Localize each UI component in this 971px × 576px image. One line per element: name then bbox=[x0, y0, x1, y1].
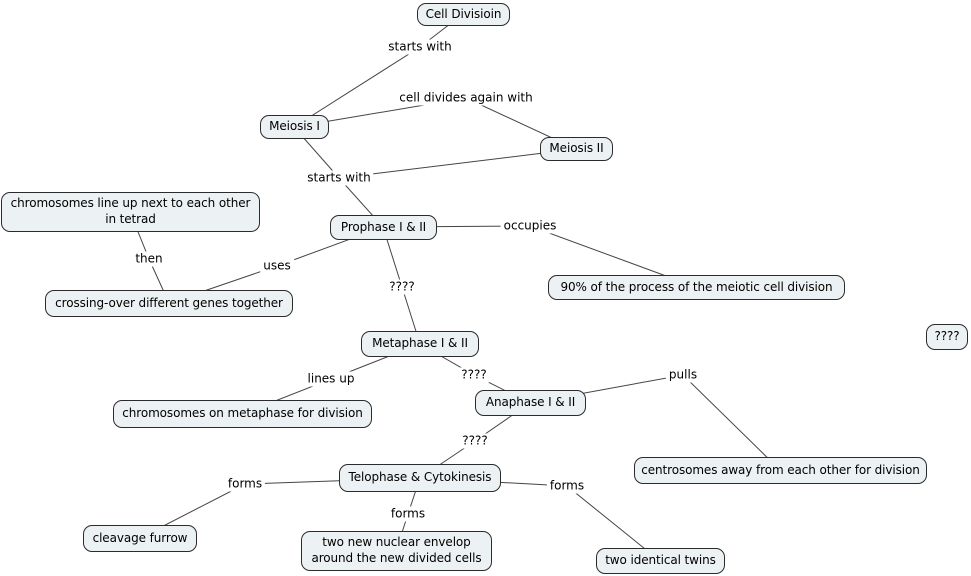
connection-meiosis-2-starts-with bbox=[338, 148, 577, 179]
concept-node-centrosomes[interactable]: centrosomes away from each other for div… bbox=[634, 457, 927, 484]
concept-node-meiosis-1[interactable]: Meiosis I bbox=[260, 115, 329, 139]
concept-node-prophase[interactable]: Prophase I & II bbox=[330, 215, 437, 240]
concept-node-cleavage-furrow[interactable]: cleavage furrow bbox=[83, 525, 197, 552]
link-label-q-anaphase[interactable]: ???? bbox=[459, 433, 491, 449]
concept-node-anaphase[interactable]: Anaphase I & II bbox=[475, 390, 586, 416]
concept-node-tetrad[interactable]: chromosomes line up next to each other i… bbox=[1, 192, 260, 232]
connection-cell-division-starts-with-meiosis-1 bbox=[293, 13, 464, 128]
concept-node-crossing-over[interactable]: crossing-over different genes together bbox=[45, 290, 293, 317]
concept-node-nuclear-envelope[interactable]: two new nuclear envelop around the new d… bbox=[301, 531, 492, 571]
concept-node-ninety-percent[interactable]: 90% of the process of the meiotic cell d… bbox=[548, 275, 845, 300]
link-label-q-metaphase[interactable]: ???? bbox=[458, 367, 490, 383]
concept-node-metaphase[interactable]: Metaphase I & II bbox=[361, 331, 479, 357]
connection-meiosis-1-divides-again-meiosis-2 bbox=[293, 97, 577, 150]
link-label-forms-mid[interactable]: forms bbox=[387, 506, 429, 522]
concept-node-telophase[interactable]: Telophase & Cytokinesis bbox=[339, 464, 501, 492]
link-label-starts-with-mid[interactable]: starts with bbox=[304, 170, 374, 186]
link-label-uses[interactable]: uses bbox=[260, 258, 294, 274]
link-label-pulls[interactable]: pulls bbox=[665, 367, 701, 383]
concept-node-cell-division[interactable]: Cell Divisioin bbox=[417, 3, 510, 26]
link-label-q-prophase[interactable]: ???? bbox=[386, 279, 418, 295]
link-label-divides-again[interactable]: cell divides again with bbox=[396, 90, 536, 106]
link-label-forms-right[interactable]: forms bbox=[546, 478, 588, 494]
link-label-lines-up[interactable]: lines up bbox=[304, 371, 358, 387]
concept-node-meta-chromosomes[interactable]: chromosomes on metaphase for division bbox=[113, 400, 372, 428]
link-label-starts-with-top[interactable]: starts with bbox=[385, 39, 455, 55]
concept-node-identical-twins[interactable]: two identical twins bbox=[596, 548, 725, 574]
concept-node-meiosis-2[interactable]: Meiosis II bbox=[540, 137, 613, 161]
link-label-occupies[interactable]: occupies bbox=[500, 218, 560, 234]
link-label-forms-left[interactable]: forms bbox=[224, 476, 266, 492]
concept-node-unknown-concept[interactable]: ???? bbox=[926, 324, 968, 350]
link-label-then[interactable]: then bbox=[132, 251, 166, 267]
